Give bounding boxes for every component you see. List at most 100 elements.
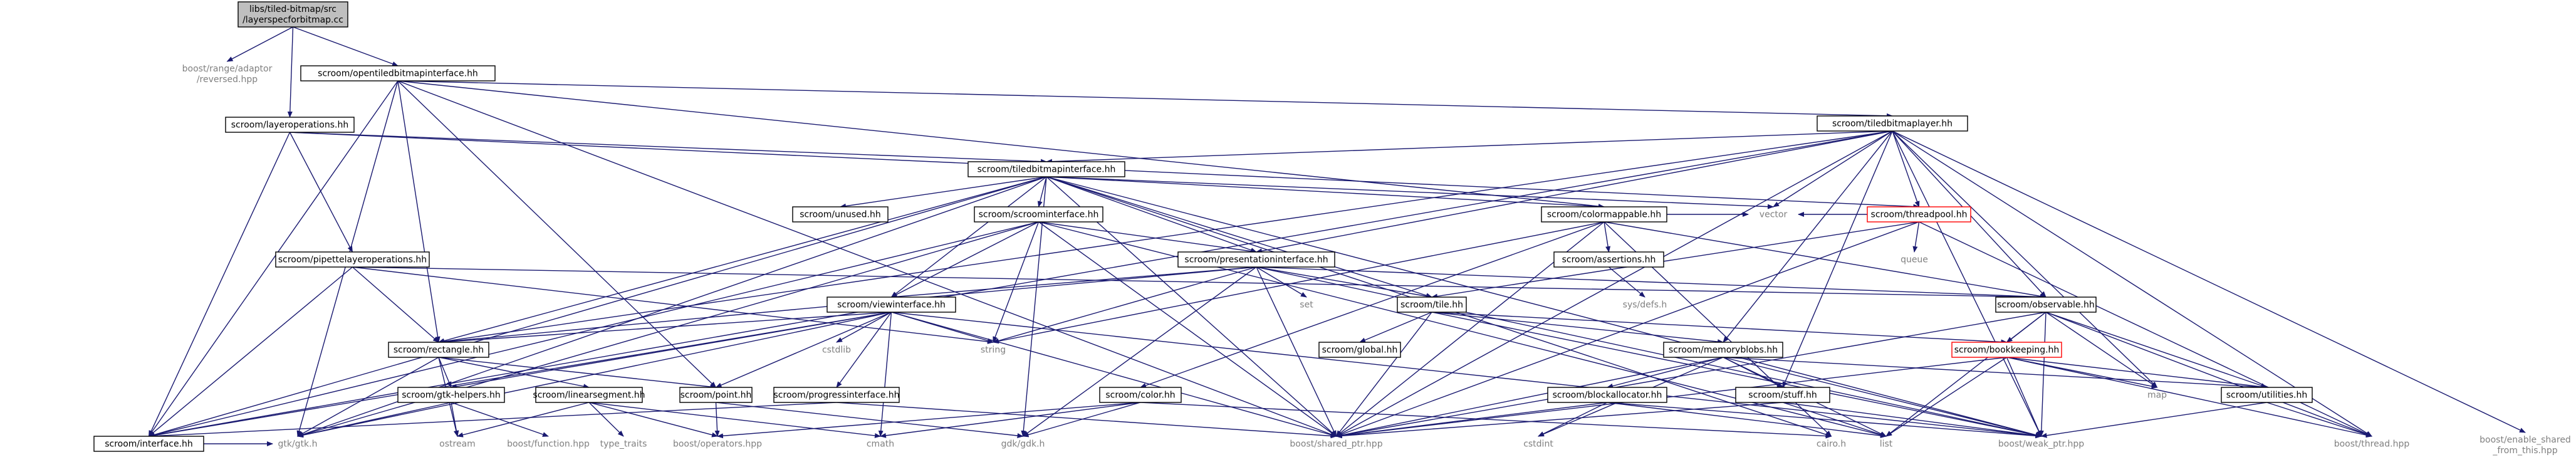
edge-progress-to-interface bbox=[148, 402, 837, 439]
edge-bookkeeping-to-thread bbox=[2006, 357, 2372, 438]
edge-observable-to-utilities bbox=[2045, 312, 2268, 388]
edge-blockalloc-to-weakptr bbox=[1607, 402, 2042, 439]
node-sysdefs: sys/defs.h bbox=[1623, 300, 1667, 310]
edge-presif-to-string bbox=[993, 266, 1257, 344]
node-label: scroom/tile.hh bbox=[1400, 300, 1463, 310]
node-cmath: cmath bbox=[867, 439, 894, 449]
node-linseg[interactable]: scroom/linearsegment.hh bbox=[533, 387, 645, 403]
node-viewif[interactable]: scroom/viewinterface.hh bbox=[827, 296, 956, 313]
edge-scroomif-to-viewif bbox=[890, 221, 1039, 298]
node-threadpool[interactable]: scroom/threadpool.hh bbox=[1867, 206, 1971, 223]
node-opentiled[interactable]: scroom/opentiledbitmapinterface.hh bbox=[300, 65, 496, 81]
node-label: sys/defs.h bbox=[1623, 300, 1667, 310]
edge-bookkeeping-to-weakptr bbox=[2006, 357, 2042, 437]
edge-rectangle-to-linseg bbox=[438, 357, 590, 389]
node-root[interactable]: libs/tiled-bitmap/src/layerspecforbitmap… bbox=[237, 1, 348, 28]
node-layerops[interactable]: scroom/layeroperations.hh bbox=[225, 117, 355, 133]
edge-bookkeeping-to-utilities bbox=[2006, 357, 2268, 389]
node-box bbox=[397, 387, 505, 403]
edge-tiledlayer-to-tiledif bbox=[1046, 130, 1893, 164]
edge-threadpool-to-sharedptr bbox=[1335, 221, 1919, 437]
edge-pipette-to-string bbox=[352, 266, 994, 344]
node-label: set bbox=[1300, 300, 1313, 310]
edge-memblobs-to-sharedptr bbox=[1335, 357, 1724, 438]
node-box bbox=[1663, 342, 1783, 358]
edge-memblobs-to-utilities bbox=[1723, 357, 2268, 390]
node-label: boost/operators.hpp bbox=[673, 439, 762, 449]
node-label: scroom/stuff.hh bbox=[1748, 391, 1817, 401]
node-presif[interactable]: scroom/presentationinterface.hh bbox=[1177, 251, 1335, 268]
edge-tiledif-to-presif bbox=[1046, 176, 1257, 253]
node-pipette[interactable]: scroom/pipettelayeroperations.hh bbox=[275, 251, 430, 268]
node-rectangle[interactable]: scroom/rectangle.hh bbox=[388, 342, 489, 358]
node-box bbox=[1318, 342, 1401, 358]
node-stuff[interactable]: scroom/stuff.hh bbox=[1735, 387, 1830, 403]
node-label: scroom/unused.hh bbox=[800, 210, 881, 220]
node-label: scroom/pipettelayeroperations.hh bbox=[278, 255, 427, 265]
node-box bbox=[1547, 387, 1667, 403]
node-box bbox=[967, 161, 1125, 177]
edge-assertions-to-sysdefs bbox=[1609, 266, 1645, 298]
node-cairo: cairo.h bbox=[1817, 439, 1846, 449]
node-label: scroom/assertions.hh bbox=[1562, 255, 1656, 265]
node-colormap[interactable]: scroom/colormappable.hh bbox=[1541, 206, 1667, 223]
node-label: cstdint bbox=[1523, 439, 1553, 449]
node-label: scroom/layeroperations.hh bbox=[231, 120, 348, 130]
node-bookkeeping[interactable]: scroom/bookkeeping.hh bbox=[1951, 342, 2062, 358]
edge-viewif-to-interface bbox=[148, 312, 892, 438]
node-box bbox=[1995, 296, 2097, 313]
node-utilities[interactable]: scroom/utilities.hh bbox=[2221, 387, 2313, 403]
node-tiledif[interactable]: scroom/tiledbitmapinterface.hh bbox=[967, 161, 1125, 177]
edge-presif-to-tile bbox=[1256, 266, 1432, 299]
node-cstdint: cstdint bbox=[1523, 439, 1553, 449]
edge-threadpool-to-thread bbox=[1919, 221, 2372, 437]
node-vector: vector bbox=[1760, 210, 1788, 220]
node-tile[interactable]: scroom/tile.hh bbox=[1397, 296, 1467, 313]
node-ostream: ostream bbox=[439, 439, 476, 449]
node-label: boost/range/adaptor bbox=[182, 64, 273, 74]
node-box bbox=[535, 387, 643, 403]
edge-opentiled-to-colormap bbox=[397, 80, 1605, 209]
node-memblobs[interactable]: scroom/memoryblobs.hh bbox=[1663, 342, 1783, 358]
edge-tile-to-sharedptr bbox=[1335, 312, 1432, 437]
edge-memblobs-to-blockalloc bbox=[1607, 357, 1724, 389]
node-global[interactable]: scroom/global.hh bbox=[1318, 342, 1401, 358]
node-box bbox=[1099, 387, 1182, 403]
node-progress[interactable]: scroom/progressinterface.hh bbox=[773, 387, 900, 403]
node-point[interactable]: scroom/point.hh bbox=[679, 387, 753, 403]
node-observable[interactable]: scroom/observable.hh bbox=[1995, 296, 2097, 313]
node-label: scroom/tiledbitmapinterface.hh bbox=[978, 165, 1116, 175]
node-unused[interactable]: scroom/unused.hh bbox=[792, 206, 889, 223]
edge-linseg-to-cmath bbox=[588, 402, 881, 438]
edge-opentiled-to-tiledlayer bbox=[397, 80, 1893, 118]
node-list: list bbox=[1880, 439, 1893, 449]
edge-tile-to-weakptr bbox=[1431, 312, 2042, 438]
edge-tiledif-to-scroomif bbox=[1037, 176, 1047, 207]
node-label: scroom/gtk-helpers.hh bbox=[402, 391, 501, 401]
edge-linseg-to-operators bbox=[588, 402, 718, 438]
node-color[interactable]: scroom/color.hh bbox=[1099, 387, 1182, 403]
node-interface[interactable]: scroom/interface.hh bbox=[93, 436, 204, 452]
edge-blockalloc-to-list bbox=[1607, 402, 1887, 438]
node-assertions[interactable]: scroom/assertions.hh bbox=[1553, 251, 1664, 268]
node-label: list bbox=[1880, 439, 1893, 449]
node-blockalloc[interactable]: scroom/blockallocator.hh bbox=[1547, 387, 1667, 403]
node-scroomif[interactable]: scroom/scroominterface.hh bbox=[974, 206, 1103, 223]
edge-color-to-cmath bbox=[880, 402, 1141, 438]
edge-tiledlayer-to-memblobs bbox=[1723, 130, 1893, 343]
edge-point-to-gdk bbox=[716, 402, 1024, 438]
node-box bbox=[388, 342, 489, 358]
edge-tiledif-to-tile bbox=[1046, 176, 1432, 298]
node-label: /reversed.hpp bbox=[197, 75, 258, 85]
node-gtkhelpers[interactable]: scroom/gtk-helpers.hh bbox=[397, 387, 505, 403]
edge-tiledif-to-weakptr bbox=[1046, 176, 2042, 438]
edge-layerops-to-tiledif bbox=[289, 132, 1047, 164]
node-tiledlayer[interactable]: scroom/tiledbitmaplayer.hh bbox=[1817, 115, 1968, 132]
node-label: scroom/linearsegment.hh bbox=[533, 391, 645, 401]
node-box bbox=[1735, 387, 1830, 403]
edge-tile-to-global bbox=[1359, 312, 1432, 343]
edge-colormap-to-assertions bbox=[1603, 221, 1611, 253]
edge-tiledlayer-to-stuff bbox=[1782, 130, 1893, 388]
edge-bookkeeping-to-list bbox=[1885, 357, 2007, 437]
node-label: queue bbox=[1901, 255, 1928, 265]
